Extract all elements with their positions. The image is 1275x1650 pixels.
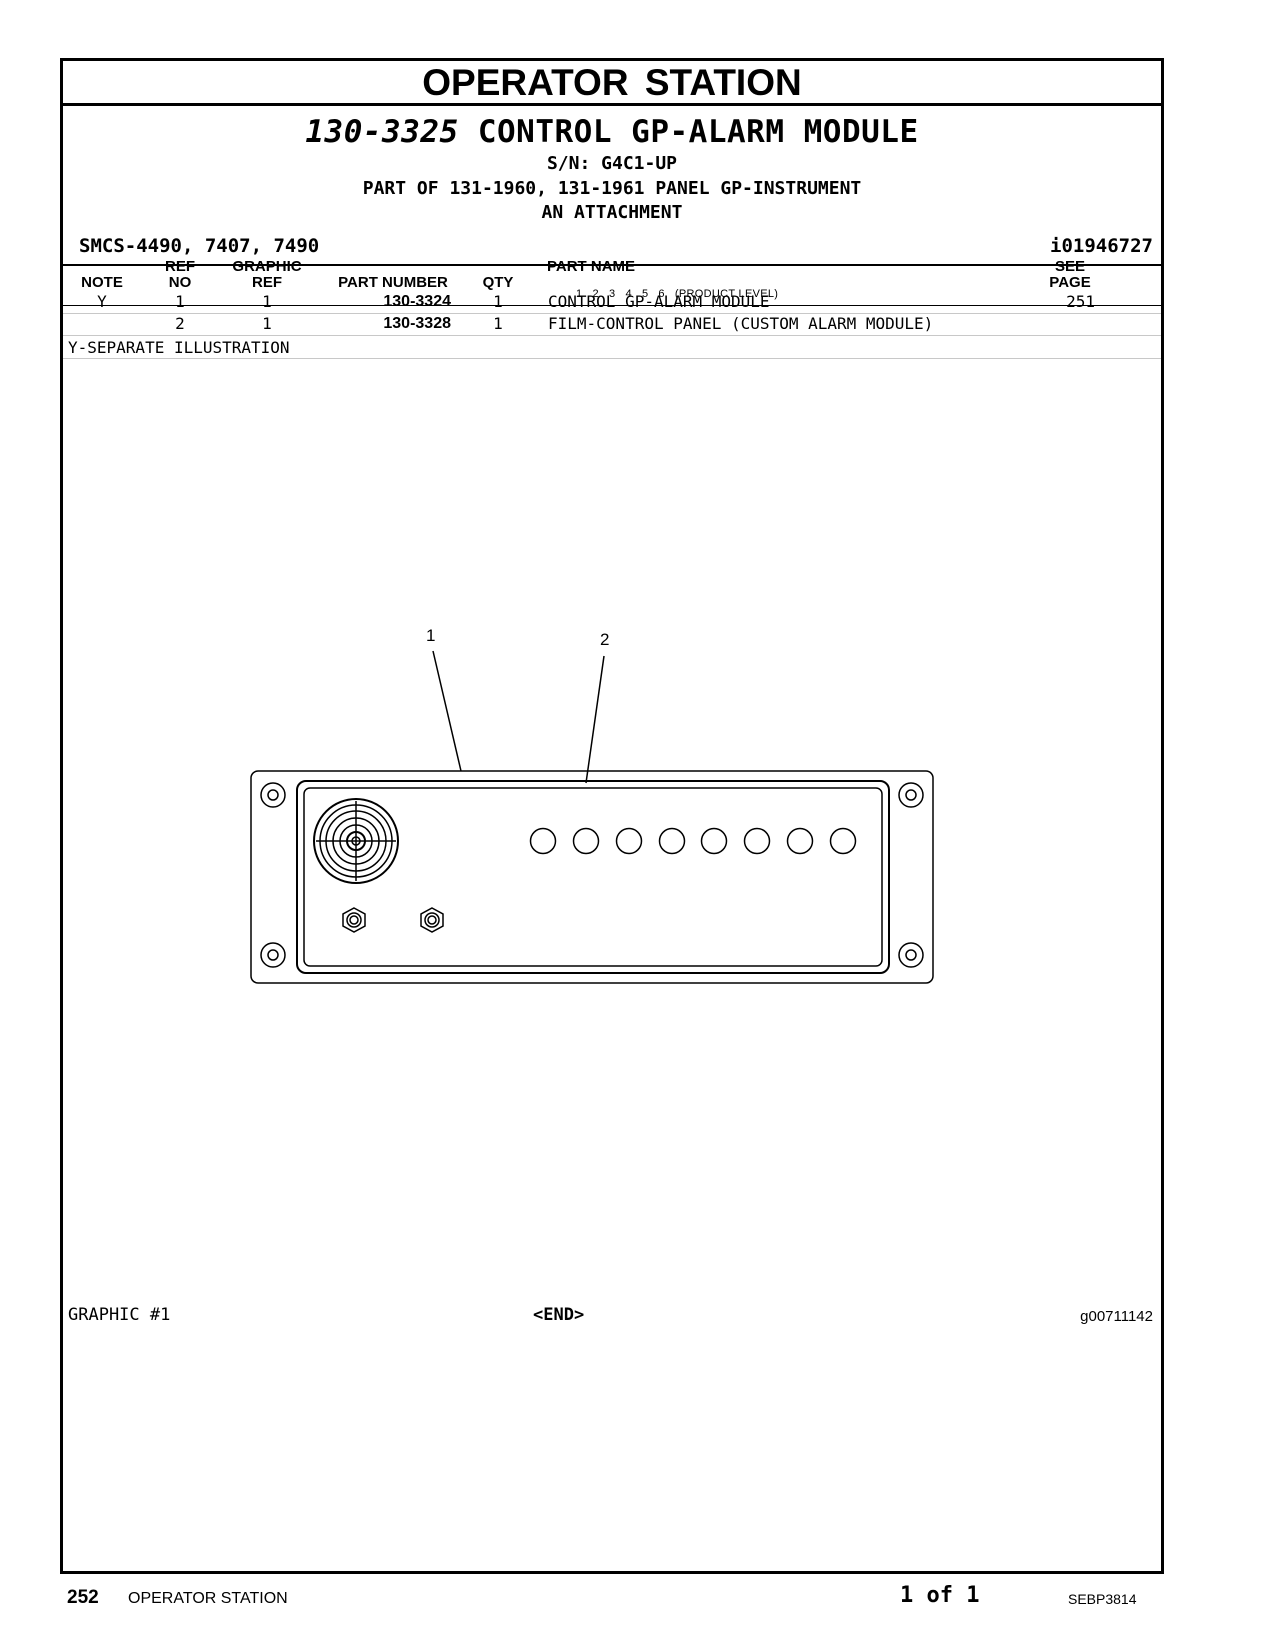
table-top-rule bbox=[63, 264, 1161, 266]
lamp-icon bbox=[615, 827, 643, 855]
lamp-icon bbox=[572, 827, 600, 855]
screw-icon bbox=[898, 782, 924, 808]
row-graphic-ref: 1 bbox=[262, 314, 272, 333]
lamp-icon bbox=[658, 827, 686, 855]
table-row: 2 1 130-3328 1 FILM-CONTROL PANEL (CUSTO… bbox=[63, 313, 1161, 336]
group-name: CONTROL GP-ALARM MODULE bbox=[477, 114, 919, 150]
table-row: Y 1 1 130-3324 1 CONTROL GP-ALARM MODULE… bbox=[63, 291, 1161, 314]
alarm-module-illustration: 1 2 bbox=[250, 626, 934, 984]
lamp-icon bbox=[529, 827, 557, 855]
footer-page-of: 1 of 1 bbox=[900, 1583, 980, 1608]
nut-icon bbox=[420, 907, 444, 933]
col-see-page: SEE PAGE bbox=[1045, 259, 1095, 291]
callout-1: 1 bbox=[426, 626, 435, 645]
col-see-bottom: PAGE bbox=[1049, 274, 1091, 291]
screw-icon bbox=[898, 942, 924, 968]
col-ref-bottom: NO bbox=[168, 274, 192, 291]
row-part-number: 130-3328 bbox=[383, 315, 451, 332]
footer-page-number: 252 bbox=[67, 1587, 99, 1608]
col-see-top: SEE bbox=[1054, 258, 1085, 275]
row-part-number: 130-3324 bbox=[383, 293, 451, 310]
nut-icon bbox=[342, 907, 366, 933]
serial-number: S/N: G4C1-UP bbox=[546, 153, 678, 174]
row-note: Y bbox=[97, 292, 107, 311]
row-qty: 1 bbox=[493, 292, 503, 311]
smcs-codes: SMCS-4490, 7407, 7490 bbox=[79, 235, 320, 257]
attachment-line: AN ATTACHMENT bbox=[541, 202, 683, 223]
panel-inner bbox=[303, 787, 883, 967]
row-graphic-ref: 1 bbox=[262, 292, 272, 311]
mounting-plate bbox=[250, 770, 934, 984]
col-note: NOTE bbox=[81, 274, 123, 291]
row-ref-no: 1 bbox=[175, 292, 185, 311]
col-product-level: 1 2 3 4 5 6 (PRODUCT LEVEL) bbox=[576, 288, 779, 300]
lamp-icon bbox=[743, 827, 771, 855]
row-ref-no: 2 bbox=[175, 314, 185, 333]
page-frame: OPERATOR STATION 130-3325 CONTROL GP-ALA… bbox=[60, 58, 1164, 1574]
screw-icon bbox=[260, 942, 286, 968]
buzzer-icon bbox=[313, 798, 399, 884]
col-qty: QTY bbox=[482, 274, 514, 291]
group-number: 130-3325 bbox=[305, 114, 459, 150]
col-graphic-top: GRAPHIC bbox=[232, 258, 302, 275]
table-footnote: Y-SEPARATE ILLUSTRATION bbox=[68, 338, 290, 357]
panel-outer bbox=[296, 780, 890, 974]
col-graphic-bottom: REF bbox=[252, 274, 282, 291]
screw-icon bbox=[260, 782, 286, 808]
lamp-icon bbox=[700, 827, 728, 855]
section-title: OPERATOR STATION bbox=[63, 61, 1161, 106]
col-graphic-ref: GRAPHIC REF bbox=[227, 259, 307, 291]
leader-line-2 bbox=[585, 655, 605, 784]
end-marker: <END> bbox=[533, 1305, 585, 1325]
callout-2: 2 bbox=[600, 630, 609, 649]
part-of-line: PART OF 131-1960, 131-1961 PANEL GP-INST… bbox=[362, 178, 862, 199]
footer-document: SEBP3814 bbox=[1068, 1591, 1137, 1607]
leader-line-1 bbox=[432, 650, 462, 772]
row-qty: 1 bbox=[493, 314, 503, 333]
col-part-name: PART NAME bbox=[547, 258, 636, 275]
row-part-name: CONTROL GP-ALARM MODULE bbox=[548, 292, 770, 311]
indicator-lamps bbox=[529, 827, 857, 855]
col-ref-top: REF bbox=[165, 258, 195, 275]
graphic-label: GRAPHIC #1 bbox=[68, 1305, 171, 1325]
row-part-name: FILM-CONTROL PANEL (CUSTOM ALARM MODULE) bbox=[548, 314, 934, 333]
group-title: 130-3325 CONTROL GP-ALARM MODULE bbox=[63, 114, 1161, 150]
footer-section: OPERATOR STATION bbox=[128, 1590, 288, 1607]
col-ref-no: REF NO bbox=[158, 259, 202, 291]
footnote-rule bbox=[63, 358, 1161, 359]
graphic-id: g00711142 bbox=[1080, 1308, 1153, 1325]
col-part-number: PART NUMBER bbox=[338, 274, 448, 291]
lamp-icon bbox=[786, 827, 814, 855]
table-header-rule bbox=[63, 305, 1161, 306]
illustration-id: i01946727 bbox=[1050, 235, 1153, 257]
row-see-page: 251 bbox=[1066, 292, 1095, 311]
lamp-icon bbox=[829, 827, 857, 855]
